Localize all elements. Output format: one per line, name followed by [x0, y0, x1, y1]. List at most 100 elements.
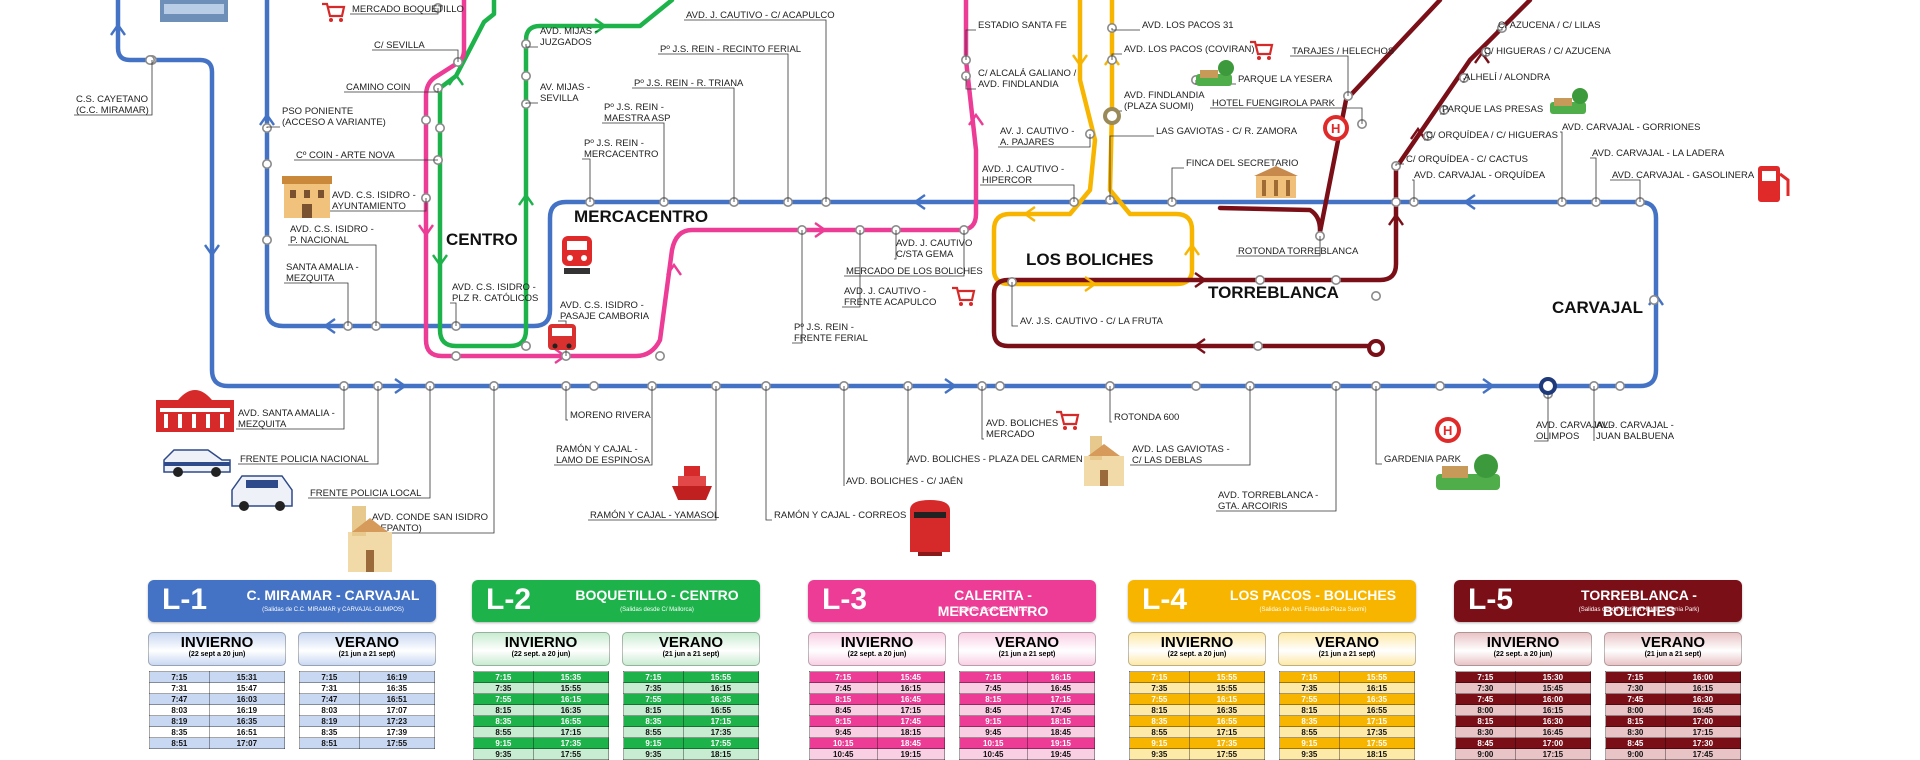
- stop-label: FRENTE FERIAL: [794, 333, 868, 344]
- stop-label: OLIMPOS: [1536, 431, 1579, 442]
- stop-presas: PARQUE LAS PRESAS: [1440, 104, 1543, 115]
- leader-line: [554, 386, 653, 466]
- stop-label: C/ SEVILLA: [374, 40, 425, 51]
- stop-coin: Cº COIN - ARTE NOVA: [294, 150, 438, 161]
- stop-lamo: RAMÓN Y CAJAL -LAMO DE ESPINOSA: [554, 386, 653, 466]
- stop-dot[interactable]: [1371, 290, 1382, 301]
- stop-dot[interactable]: [520, 71, 531, 82]
- stop-dot[interactable]: [450, 350, 461, 361]
- departure-time: 7:55: [1129, 693, 1190, 705]
- stop-dot[interactable]: [1255, 274, 1266, 285]
- season-title: INVIERNO: [1486, 634, 1560, 651]
- stop-label: AVD. CARVAJAL - GORRIONES: [1562, 122, 1700, 133]
- stop-finca: FINCA DEL SECRETARIO: [1171, 158, 1298, 202]
- hub-carvajal-icon: [1539, 377, 1557, 395]
- departure-time: 17:55: [532, 748, 610, 760]
- stop-findl: AVD. FINDLANDIA(PLAZA SUOMI): [1111, 90, 1205, 116]
- stop-label: JUZGADOS: [540, 37, 592, 48]
- departure-time: 7:15: [1129, 671, 1190, 683]
- season-dates: (22 sept a 20 jun): [188, 651, 246, 658]
- stop-dot[interactable]: [261, 235, 272, 246]
- stop-label: (LEPANTO): [372, 523, 422, 534]
- stop-dot[interactable]: [434, 123, 445, 134]
- hospital-icon: H: [1323, 115, 1349, 141]
- area-label-torreblanca: TORREBLANCA: [1208, 283, 1339, 302]
- stop-dot[interactable]: [420, 115, 431, 126]
- stop-dot[interactable]: [1615, 380, 1626, 391]
- departure-time: 17:23: [358, 715, 436, 727]
- police-car-icon: [163, 449, 231, 477]
- season-header: VERANO(21 jun a 21 sept): [622, 632, 760, 666]
- stop-dot[interactable]: [588, 380, 599, 391]
- stop-label: AVD. J. CAUTIVO - C/ ACAPULCO: [686, 10, 835, 21]
- departure-time: 15:55: [1188, 671, 1266, 683]
- museum-icon: [1254, 166, 1298, 198]
- stop-dot[interactable]: [1191, 380, 1202, 391]
- stop-fpl: FRENTE POLICIA LOCAL: [308, 386, 431, 499]
- line-code: L-1: [162, 583, 207, 616]
- town-hall-icon: [282, 176, 332, 218]
- leader-line: [288, 244, 377, 326]
- departure-time: 16:00: [1514, 693, 1592, 705]
- departure-time: 9:45: [809, 726, 878, 738]
- departure-time: 16:35: [208, 715, 286, 727]
- stop-dot[interactable]: [1391, 197, 1402, 208]
- departure-time: 16:19: [208, 704, 286, 716]
- stop-dot[interactable]: [520, 340, 531, 351]
- season-title: VERANO: [1314, 634, 1380, 651]
- stop-label: C.S. CAYETANO: [76, 94, 148, 105]
- departure-time: 9:35: [623, 748, 684, 760]
- direction-arrow-icon: [259, 112, 275, 126]
- stop-label: AVD. CARVAJAL -: [1596, 420, 1674, 431]
- departure-time: 18:45: [876, 737, 945, 749]
- stop-dot[interactable]: [1253, 340, 1264, 351]
- stop-dot[interactable]: [1107, 22, 1118, 33]
- direction-arrow-icon: [322, 318, 336, 334]
- departure-time: 7:15: [1279, 671, 1340, 683]
- stop-triana: Pº J.S. REIN - R. TRIANA: [632, 78, 744, 202]
- departure-time: 15:55: [682, 671, 760, 683]
- stop-label: AVD. CARVAJAL - GASOLINERA: [1612, 170, 1755, 181]
- stop-label: AVD. MIJAS -: [540, 26, 598, 37]
- season-dates: (22 sept. a 20 jun): [511, 651, 571, 658]
- stop-label: PLZ R. CATÓLICOS: [452, 293, 538, 304]
- stop-dot[interactable]: [994, 380, 1005, 391]
- stop-dot[interactable]: [1435, 380, 1446, 391]
- stop-dot[interactable]: [1649, 294, 1660, 305]
- stop-label: AVD. BOLICHES: [986, 418, 1058, 429]
- stop-camino: CAMINO COIN: [344, 82, 439, 93]
- departure-time: 7:30: [1605, 682, 1666, 694]
- leader-line: [842, 230, 861, 308]
- stop-dot[interactable]: [261, 159, 272, 170]
- departure-time: 8:30: [1455, 726, 1516, 738]
- stop-dot[interactable]: [1331, 274, 1342, 285]
- leader-line: [308, 386, 431, 499]
- stop-label: AVD. FINDLANDIA: [978, 79, 1059, 90]
- stop-label: MEZQUITA: [238, 419, 287, 430]
- stop-moreno: MORENO RIVERA: [565, 386, 651, 421]
- stop-ayto: AVD. C.S. ISIDRO -AYUNTAMIENTO: [330, 190, 427, 212]
- departure-time: 8:51: [299, 737, 360, 749]
- departure-time: 8:15: [959, 693, 1028, 705]
- stop-dot[interactable]: [145, 54, 156, 65]
- stop-carvorq: AVD. CARVAJAL - ORQUÍDEA: [1412, 170, 1546, 202]
- departure-time: 7:15: [1605, 671, 1666, 683]
- departure-time: 16:45: [1664, 704, 1742, 716]
- stop-dot[interactable]: [654, 350, 665, 361]
- stop-label: PSO PONIENTE: [282, 106, 353, 117]
